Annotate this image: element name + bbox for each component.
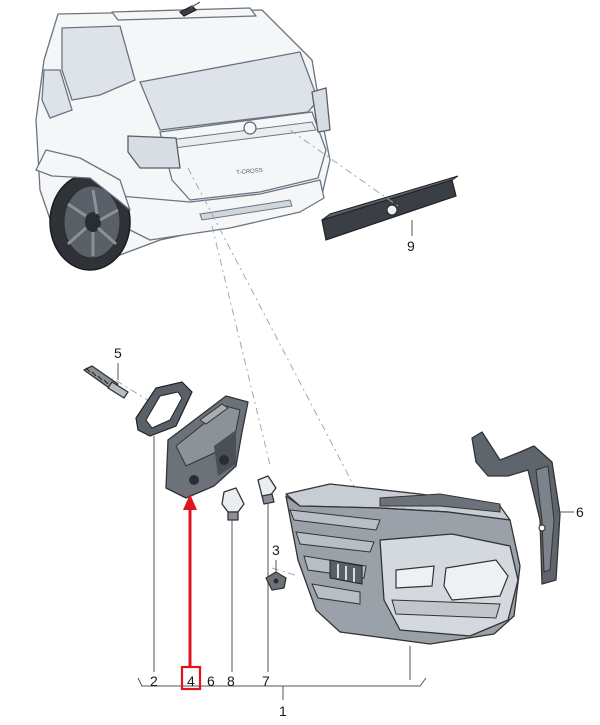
part-2-gasket: [135, 381, 193, 672]
vehicle-badge-text: T-CROSS: [236, 168, 263, 176]
callout-8: 8: [227, 673, 235, 689]
part-5-screw: 5: [83, 345, 129, 399]
callout-6-side: 6: [576, 504, 584, 520]
part-6-bracket: 6: [471, 431, 584, 585]
callout-6-bottom: 6: [207, 673, 215, 689]
highlight-arrow: [183, 494, 197, 666]
bottom-callout-row: 1 2 4 6 8 7: [137, 665, 427, 719]
callout-5: 5: [114, 345, 122, 361]
part-4-bulb-holder: [165, 395, 249, 499]
callout-1: 1: [279, 703, 287, 719]
callout-9: 9: [407, 238, 415, 254]
callout-7: 7: [262, 673, 270, 689]
part-9-trim-strip: 9: [321, 175, 459, 254]
part-8-bulb: [221, 487, 245, 672]
callout-4: 4: [187, 673, 195, 689]
vehicle-rear-illustration: T-CROSS: [35, 1, 331, 271]
part-1-tail-light: [285, 483, 521, 680]
rear-wheel: [49, 173, 131, 271]
callout-3: 3: [272, 542, 280, 558]
part-3-nut: 3: [265, 542, 287, 591]
callout-2: 2: [150, 673, 158, 689]
part-7-bulb: [257, 475, 277, 672]
highlight-box-4: [180, 665, 202, 691]
